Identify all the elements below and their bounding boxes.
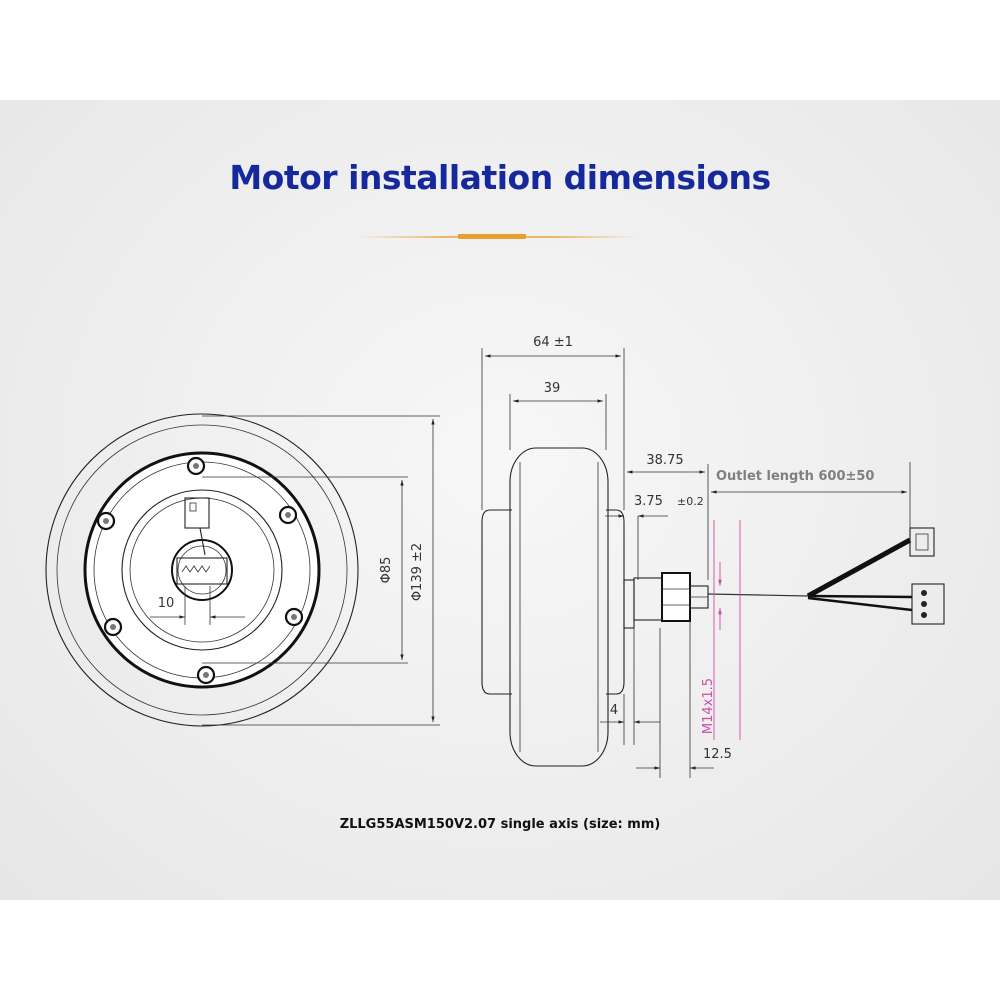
connector-wire: [199, 527, 206, 556]
front-view: Φ85 Φ139 ±2 10: [45, 413, 440, 727]
dim4-label: 4: [610, 703, 618, 718]
hub-left-side: [481, 509, 512, 695]
dim125-label: 12.5: [703, 747, 732, 762]
cable-lower-1: [807, 594, 913, 599]
washer: [633, 577, 663, 621]
drawing-caption: ZLLG55ASM150V2.07 single axis (size: mm): [339, 817, 661, 832]
bolt-center: [110, 624, 116, 630]
connector-lower: [911, 583, 945, 625]
connector-pin: [189, 502, 197, 512]
bolt-center: [103, 518, 109, 524]
cable-main: [707, 593, 809, 597]
tire-inner-circle: [56, 424, 348, 716]
shaft-thread-mark: [181, 565, 211, 573]
connector-pin: [921, 601, 927, 607]
title-divider-accent: [458, 234, 526, 239]
connector-pin: [921, 590, 927, 596]
page-title: Motor installation dimensions: [229, 158, 771, 197]
flange-plate: [623, 579, 635, 629]
cable-lower-2: [807, 596, 913, 612]
shaft-inner-circle: [177, 545, 227, 595]
dim64-label: 64 ±1: [533, 335, 573, 350]
hub-circle: [121, 489, 283, 651]
shaft-flat: [176, 557, 228, 585]
shaft-circle: [171, 539, 233, 601]
outlet-length-label: Outlet length 600±50: [716, 469, 874, 484]
connector-body: [911, 583, 945, 625]
connector-box: [184, 497, 210, 529]
phi139-label: Φ139 ±2: [410, 543, 425, 601]
dim3875-label: 38.75: [646, 453, 683, 468]
side-view: 64 ±1 39 38.75 Outlet length 600±50 3.75…: [481, 335, 945, 778]
cable-upper: [806, 537, 912, 599]
tire-outer-circle: [45, 413, 359, 727]
hub-right-side: [606, 509, 625, 695]
bolt-center: [291, 614, 297, 620]
tire-profile: [509, 447, 609, 767]
connector-body: [909, 527, 935, 557]
bolt-center: [203, 672, 209, 678]
bolt-center: [193, 463, 199, 469]
nut: [661, 572, 691, 622]
phi85-label: Φ85: [379, 557, 394, 584]
connector-pin: [921, 612, 927, 618]
connector-upper: [909, 527, 935, 557]
thread-label: M14x1.5: [701, 678, 716, 734]
dim375-label: 3.75: [634, 494, 663, 509]
connector-socket: [915, 533, 929, 551]
dim375-tolerance: ±0.2: [677, 495, 704, 508]
bolt-holes: [96, 456, 304, 685]
bolt-center: [285, 512, 291, 518]
dim39-label: 39: [544, 381, 561, 396]
shaft-dim-label: 10: [158, 596, 175, 611]
